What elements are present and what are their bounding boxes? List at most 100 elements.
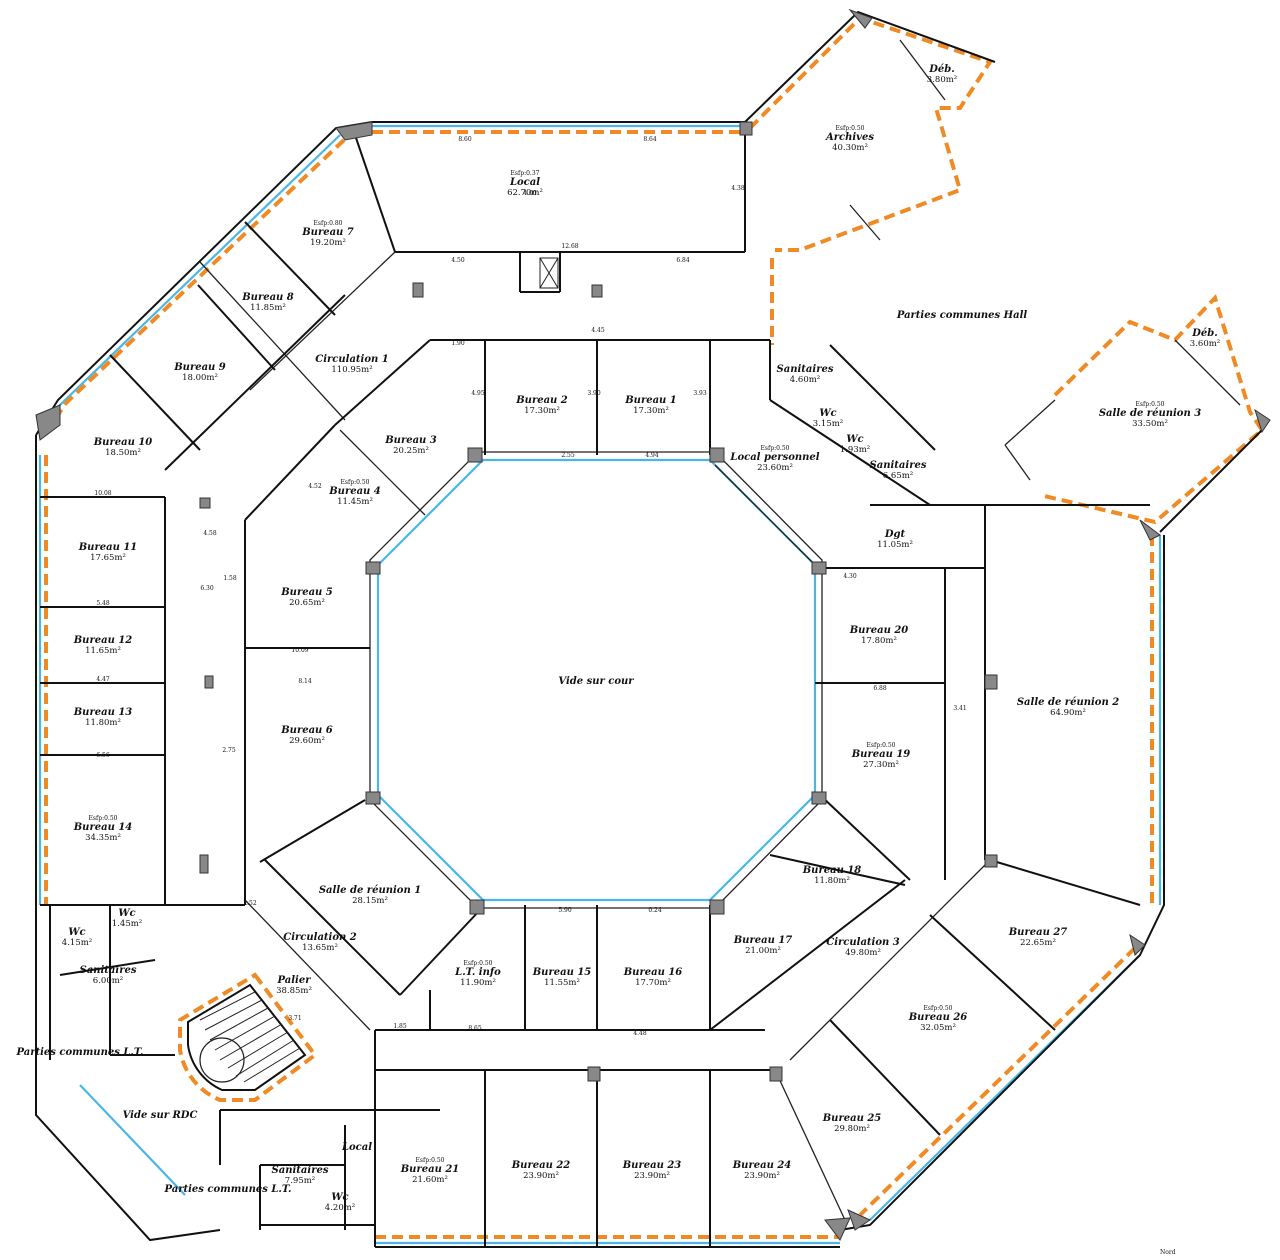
room-area: 11.05m²: [877, 540, 913, 550]
room-area: 22.65m²: [1020, 938, 1056, 948]
room-name: Salle de réunion 3: [1099, 408, 1201, 419]
dimension-label: 4.50: [451, 257, 465, 264]
room-area: 11.55m²: [544, 978, 580, 988]
room-wc-top-2: Wc1.93m²: [840, 434, 870, 455]
room-area: 62.70m²: [507, 188, 543, 198]
room-name: Bureau 26: [908, 1012, 968, 1023]
room-area: 4.20m²: [325, 1203, 355, 1213]
room-area: 34.35m²: [85, 833, 121, 843]
room-area: 21.00m²: [745, 946, 781, 956]
room-name: Wc: [819, 408, 836, 419]
dimension-label: 3.41: [953, 705, 966, 712]
room-area: 1.45m²: [112, 919, 142, 929]
dimension-label: 2.75: [222, 747, 236, 754]
dimension-label: 1.85: [393, 1023, 407, 1030]
room-name: Bureau 13: [73, 707, 133, 718]
dimension-label: 6.30: [200, 585, 214, 592]
room-name: Local: [341, 1142, 372, 1153]
room-name: Archives: [825, 132, 874, 143]
dimension-label: 5.48: [96, 600, 110, 607]
room-wc-left: Wc4.15m²: [62, 927, 92, 948]
dimension-label: 5.90: [558, 907, 572, 914]
room-note: Esfp:0.50: [867, 742, 896, 749]
room-note: Esfp:0.80: [314, 220, 343, 227]
room-name: Bureau 22: [511, 1160, 571, 1171]
room-name: Vide sur cour: [558, 676, 634, 687]
room-name: Circulation 2: [283, 932, 357, 943]
dimension-label: 2.52: [243, 900, 257, 907]
room-area: 17.65m²: [90, 553, 126, 563]
room-wc-bottom: Wc4.20m²: [325, 1192, 355, 1213]
room-area: 4.15m²: [62, 938, 92, 948]
room-name: Circulation 1: [315, 354, 388, 365]
dimension-label: 4.95: [471, 390, 485, 397]
room-area: 23.90m²: [634, 1171, 670, 1181]
dimension-label: 6.88: [873, 685, 887, 692]
room-bureau-6: Bureau 629.60m²: [280, 725, 333, 746]
room-name: Sanitaires: [870, 460, 927, 471]
room-wc-top: Wc3.15m²: [813, 408, 843, 429]
room-area: 11.65m²: [85, 646, 121, 656]
room-name: Bureau 4: [328, 486, 381, 497]
room-area: 38.85m²: [276, 986, 312, 996]
room-note: Esfp:0.37: [511, 170, 540, 177]
dimension-label: 8.14: [298, 678, 312, 685]
outer-walls: [35, 10, 1263, 1248]
room-area: 13.65m²: [302, 943, 338, 953]
room-deb-right: Déb.3.60m²: [1190, 328, 1220, 349]
dimension-label: 8.60: [458, 136, 472, 143]
room-area: 23.90m²: [523, 1171, 559, 1181]
room-deb-top: Déb.3.80m²: [927, 64, 957, 85]
room-name: Dgt: [884, 529, 906, 540]
room-name: Bureau 24: [732, 1160, 792, 1171]
room-area: 110.95m²: [331, 365, 372, 375]
dimension-label: 4.52: [308, 483, 322, 490]
room-name: Bureau 6: [280, 725, 333, 736]
room-name: Bureau 25: [822, 1113, 882, 1124]
room-name: Bureau 5: [280, 587, 333, 598]
room-area: 21.60m²: [412, 1175, 448, 1185]
dimension-label: 4.45: [591, 327, 605, 334]
room-name: Wc: [118, 908, 135, 919]
room-area: 18.00m²: [182, 373, 218, 383]
room-area: 20.65m²: [289, 598, 325, 608]
room-circulation-3: Circulation 349.80m²: [826, 937, 900, 958]
room-name: Bureau 11: [78, 542, 138, 553]
room-name: Bureau 17: [733, 935, 793, 946]
room-local-bottom: Local: [341, 1142, 372, 1153]
room-area: 29.60m²: [289, 736, 325, 746]
room-name: Bureau 2: [515, 395, 568, 406]
room-name: Local: [509, 177, 540, 188]
room-area: 6.65m²: [883, 471, 913, 481]
room-name: Parties communes L.T.: [16, 1047, 144, 1058]
room-note: Esfp:0.50: [924, 1005, 953, 1012]
room-note: Esfp:0.50: [464, 960, 493, 967]
room-name: Parties communes L.T.: [164, 1184, 292, 1195]
room-name: Bureau 7: [301, 227, 354, 238]
dimension-label: 4.58: [203, 530, 217, 537]
dimension-label: 4.48: [633, 1030, 647, 1037]
room-name: Bureau 19: [851, 749, 911, 760]
room-area: 28.15m²: [352, 896, 388, 906]
room-name: Wc: [331, 1192, 348, 1203]
room-area: 17.80m²: [861, 636, 897, 646]
room-area: 18.50m²: [105, 448, 141, 458]
dimension-label: 4.38: [731, 185, 745, 192]
